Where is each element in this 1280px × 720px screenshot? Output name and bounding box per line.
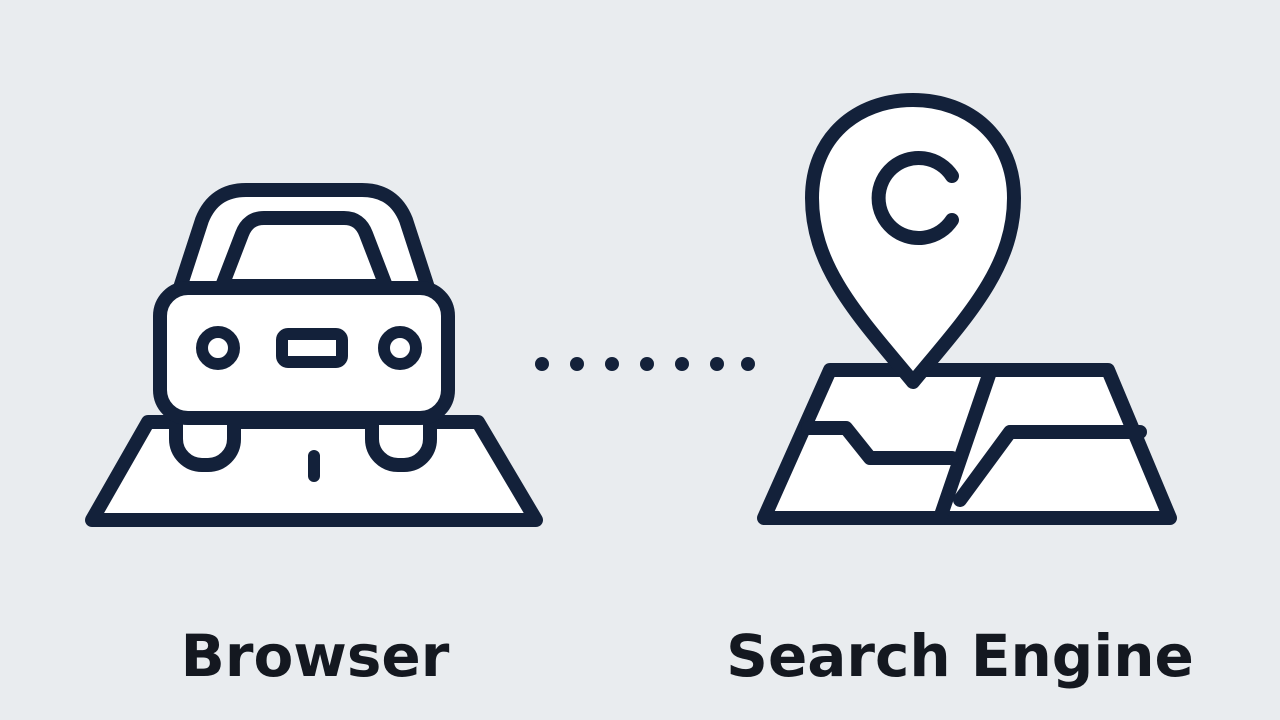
- connector-dot: [640, 357, 654, 371]
- pin-c-letter-icon: [871, 151, 959, 245]
- connector-dot: [535, 357, 549, 371]
- connector-dot: [741, 357, 755, 371]
- connector-dot: [675, 357, 689, 371]
- map-fold-line: [801, 421, 959, 465]
- connector-dot: [570, 357, 584, 371]
- car-headlight-left: [196, 326, 240, 370]
- browser-label: Browser: [180, 622, 450, 690]
- connector-dot: [710, 357, 724, 371]
- car-windshield: [215, 211, 393, 293]
- connector-dot: [605, 357, 619, 371]
- dotted-connector: [535, 357, 755, 371]
- car-headlight-right: [378, 326, 422, 370]
- search-engine-label: Search Engine: [726, 622, 1194, 690]
- map-pin-on-map-icon: [757, 93, 1177, 525]
- car-grille: [276, 328, 348, 368]
- car-on-road-icon: [85, 183, 543, 527]
- map-fold-line: [953, 425, 1147, 507]
- map-fold-line: [933, 365, 997, 525]
